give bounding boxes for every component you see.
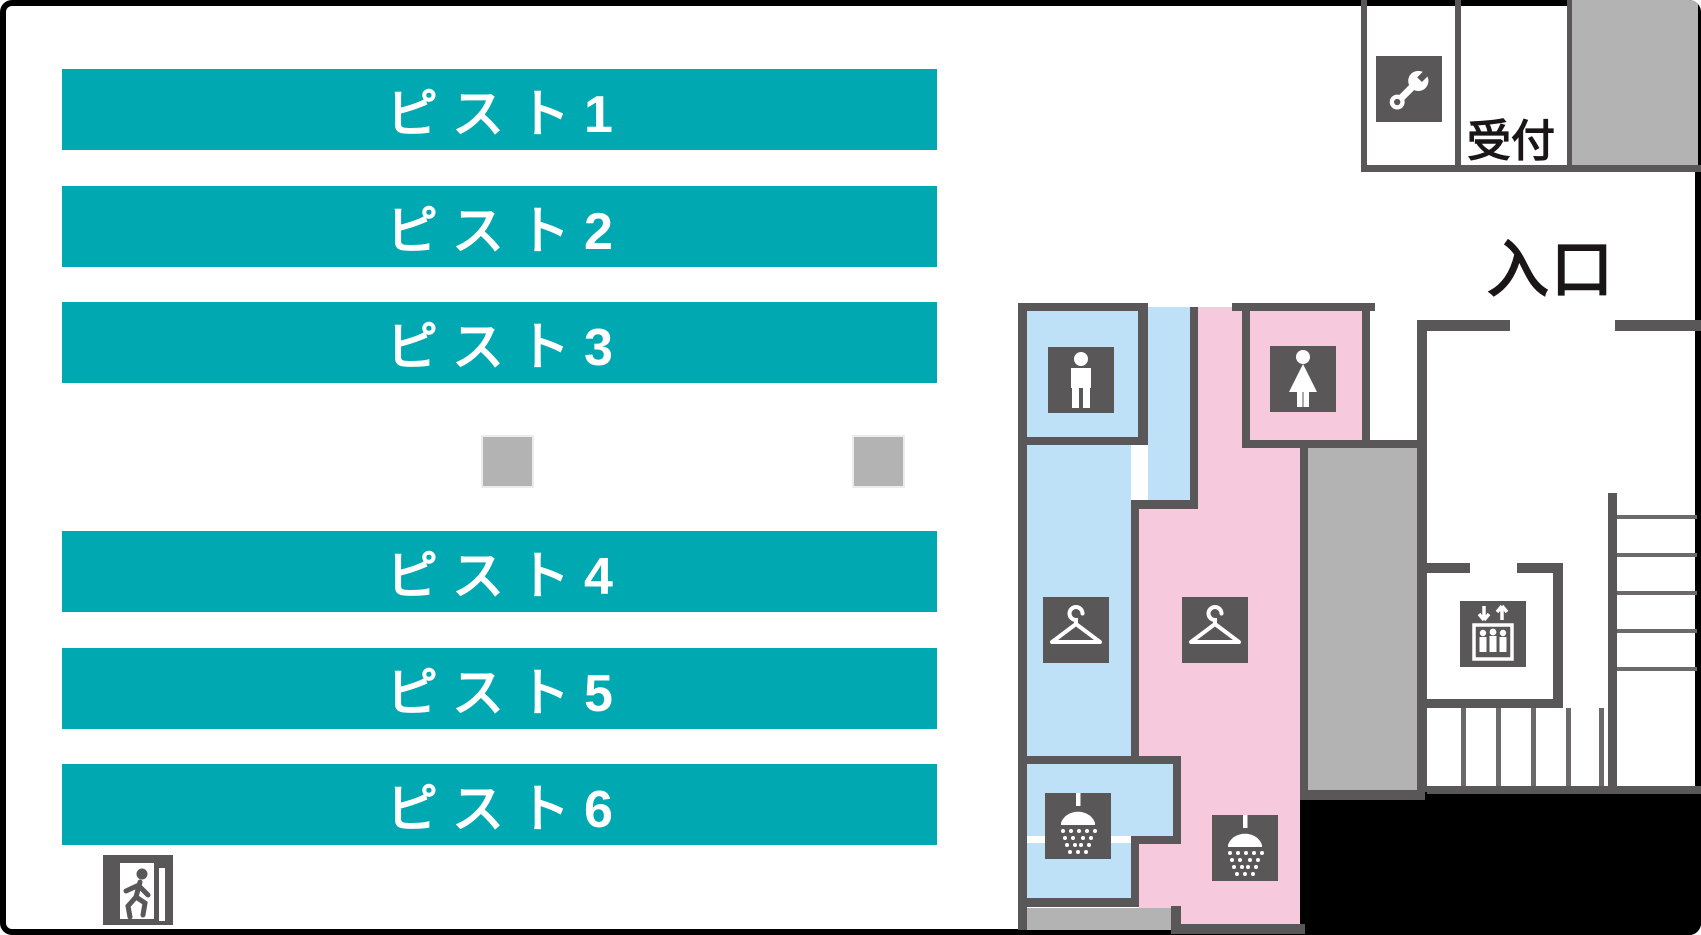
male-figure-icon xyxy=(1071,352,1091,408)
wall xyxy=(1131,500,1198,509)
stair-tread xyxy=(1461,708,1466,786)
wall xyxy=(1131,500,1139,762)
wall xyxy=(1362,303,1370,448)
piste-1-label: ピスト1 xyxy=(386,86,627,144)
wall xyxy=(1427,786,1701,794)
womens-shower-sign xyxy=(1212,815,1278,881)
mens-corridor xyxy=(1148,307,1190,500)
pillar xyxy=(852,435,905,488)
mens-shower-sign xyxy=(1045,793,1111,859)
piste-2-label: ピスト2 xyxy=(386,203,627,261)
wall xyxy=(1608,493,1617,790)
piste-4-bar: ピスト4 xyxy=(62,531,937,612)
outside-area xyxy=(1422,791,1701,935)
piste-2-bar: ピスト2 xyxy=(62,186,937,267)
womens-changing-sign xyxy=(1182,597,1248,663)
wall xyxy=(1361,0,1367,172)
wall xyxy=(1242,308,1250,443)
elevator-sign xyxy=(1460,601,1526,667)
service-corridor xyxy=(1308,448,1417,790)
wall xyxy=(1190,307,1198,507)
piste-5-bar: ピスト5 xyxy=(62,648,937,729)
female-figure-icon xyxy=(1289,350,1317,407)
wrench-icon xyxy=(1389,66,1434,110)
stair-tread xyxy=(1599,708,1604,786)
mens-toilet-sign xyxy=(1048,347,1114,413)
hanger-icon xyxy=(1189,605,1241,644)
piste-6-bar: ピスト6 xyxy=(62,764,937,845)
mens-changing-sign xyxy=(1043,597,1109,663)
wall xyxy=(1018,303,1027,930)
wall xyxy=(1300,790,1425,800)
stair-tread xyxy=(1617,629,1697,633)
womens-toilet-sign xyxy=(1270,346,1336,412)
shower-icon xyxy=(1228,815,1264,876)
wall xyxy=(1027,756,1181,764)
stair-tread xyxy=(1617,515,1697,519)
entrance-label: 入口 xyxy=(1486,236,1615,305)
stair-tread xyxy=(1617,591,1697,595)
piste-3-bar: ピスト3 xyxy=(62,302,937,383)
wall xyxy=(1171,924,1305,934)
wall xyxy=(1138,311,1148,445)
wall xyxy=(1018,303,1148,311)
reception-back-area xyxy=(1572,0,1698,165)
piste-4-label: ピスト4 xyxy=(386,548,627,606)
stair-tread xyxy=(1566,708,1571,786)
piste-1-bar: ピスト1 xyxy=(62,69,937,150)
stair-tread xyxy=(1617,667,1697,671)
wall xyxy=(1417,320,1427,792)
piste-3-label: ピスト3 xyxy=(386,319,627,377)
piste-5-label: ピスト5 xyxy=(386,665,627,723)
wall xyxy=(1018,898,1139,907)
stair-tread xyxy=(1617,553,1697,557)
mens-entry-strip xyxy=(1022,908,1178,930)
emergency-exit-icon xyxy=(120,863,165,921)
wall xyxy=(1553,563,1563,708)
repair-room-sign xyxy=(1376,56,1442,122)
shower-icon xyxy=(1061,793,1097,854)
womens-area-upper xyxy=(1198,440,1300,507)
stair-tread xyxy=(1496,708,1501,786)
emergency-exit-sign xyxy=(103,855,173,925)
wall xyxy=(1361,165,1701,172)
wall xyxy=(1173,756,1181,842)
wall xyxy=(1567,0,1572,166)
wall xyxy=(1242,440,1417,448)
reception-label: 受付 xyxy=(1467,117,1555,166)
piste-6-label: ピスト6 xyxy=(386,781,627,839)
wall xyxy=(1171,906,1181,928)
wall xyxy=(1018,437,1148,445)
pillar xyxy=(481,435,534,488)
wall xyxy=(1427,699,1563,708)
wall xyxy=(1427,563,1470,573)
wall xyxy=(1615,320,1701,331)
wall xyxy=(1517,563,1563,573)
wall xyxy=(1417,320,1510,331)
wall xyxy=(1232,303,1375,311)
wall xyxy=(1131,836,1181,844)
hanger-icon xyxy=(1050,605,1102,644)
wall xyxy=(1455,0,1461,166)
elevator-icon xyxy=(1472,604,1514,661)
wall xyxy=(1300,448,1308,800)
stair-tread xyxy=(1531,708,1536,786)
wall xyxy=(1131,836,1139,906)
